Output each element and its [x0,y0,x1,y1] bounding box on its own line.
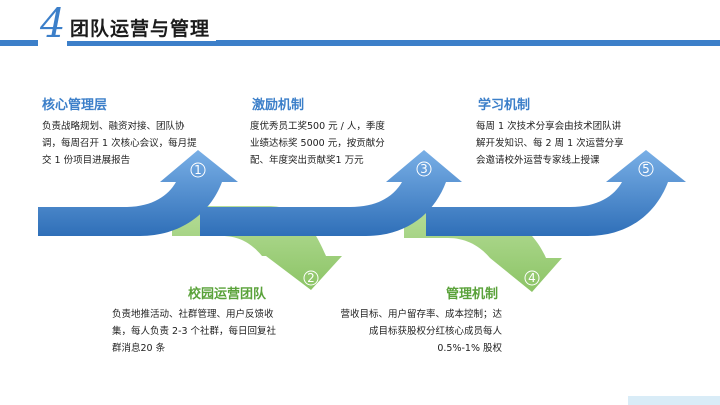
svg-text:3: 3 [420,162,428,176]
blue-arrow-5 [426,150,686,236]
header-bar [0,40,720,46]
section-number: 4 [38,1,68,47]
svg-text:4: 4 [528,271,536,285]
stage-4-description: 营收目标、用户留存率、成本控制；达成目标获股权分红核心成员每人 0.5%-1% … [340,309,502,354]
stage-1-title: 核心管理层 [42,98,108,113]
step-marker-3: 3 [416,161,432,177]
stage-3-title: 激励机制 [252,98,305,113]
step-marker-5: 5 [638,161,654,177]
svg-text:2: 2 [307,271,315,285]
stage-3-description: 度优秀员工奖500 元 / 人，季度业绩达标奖 5000 元，按贡献分配、年度突… [250,121,385,166]
stage-5-title: 学习机制 [478,98,531,113]
stage-4-title: 管理机制 [446,287,499,302]
stage-2-title: 校园运营团队 [188,287,267,302]
stage-2-description: 负责地推活动、社群管理、用户反馈收集，每人负责 2-3 个社群，每日回复社群消息… [112,309,277,354]
step-marker-4: 4 [524,270,540,286]
section-title: 团队运营与管理 [64,14,217,41]
blue-arrow-3 [200,150,462,236]
svg-text:1: 1 [194,163,202,177]
footer-accent-bar [628,396,720,405]
stage-5-description: 每周 1 次技术分享会由技术团队讲解开发知识、每 2 周 1 次运营分享会邀请校… [476,121,624,166]
step-marker-1: 1 [190,162,206,178]
svg-text:5: 5 [642,162,650,176]
step-marker-2: 2 [303,270,319,286]
blue-arrow-1 [38,150,238,236]
stage-1-description: 负责战略规划、融资对接、团队协调，每周召开 1 次核心会议，每月提交 1 份项目… [42,121,197,166]
